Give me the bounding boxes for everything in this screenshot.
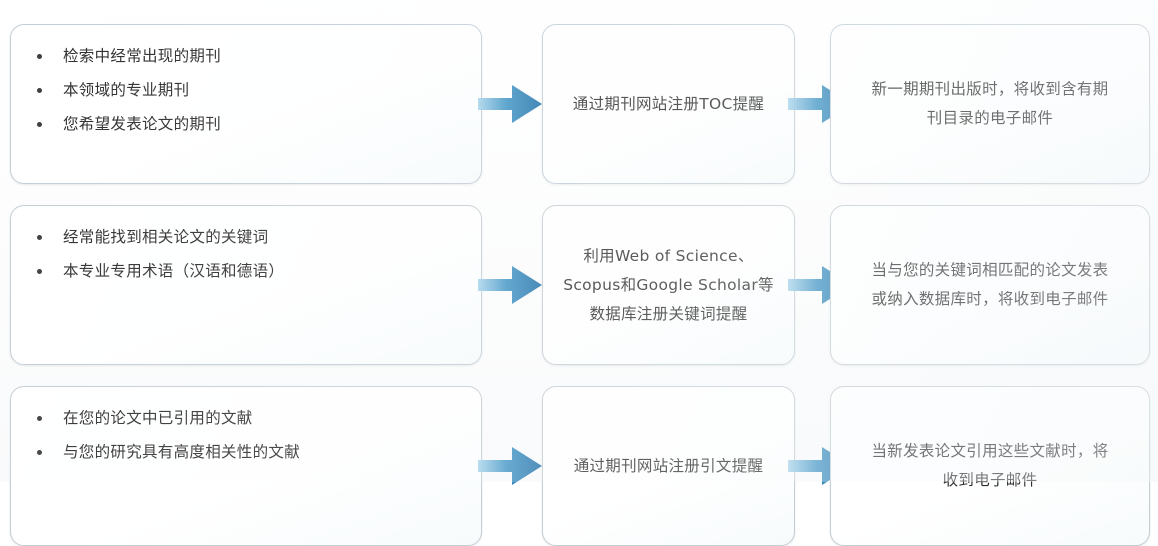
- action-box-row-1: 通过期刊网站注册TOC提醒: [542, 24, 795, 184]
- result-label: 当与您的关键词相匹配的论文发表或纳入数据库时，将收到电子邮件: [871, 261, 1109, 308]
- list-item-label: 检索中经常出现的期刊: [63, 47, 222, 65]
- action-text-row-1: 通过期刊网站注册TOC提醒: [543, 25, 794, 183]
- bullet-dot-icon: [37, 235, 42, 240]
- bullet-dot-icon: [37, 269, 42, 274]
- source-box-row-1: 检索中经常出现的期刊 本领域的专业期刊 您希望发表论文的期刊: [10, 24, 482, 184]
- action-label: 利用Web of Science、Scopus和Google Scholar等数…: [563, 246, 774, 323]
- action-label: 通过期刊网站注册TOC提醒: [572, 94, 765, 113]
- action-text-row-3: 通过期刊网站注册引文提醒: [543, 387, 794, 545]
- list-item-label: 与您的研究具有高度相关性的文献: [63, 443, 301, 461]
- result-label: 当新发表论文引用这些文献时，将收到电子邮件: [871, 442, 1109, 489]
- arrow-right-icon: [478, 443, 544, 489]
- result-text-row-2: 当与您的关键词相匹配的论文发表或纳入数据库时，将收到电子邮件: [831, 206, 1149, 364]
- list-item-label: 经常能找到相关论文的关键词: [63, 228, 269, 246]
- action-box-row-3: 通过期刊网站注册引文提醒: [542, 386, 795, 546]
- bullet-list-row-2: 经常能找到相关论文的关键词 本专业专用术语（汉语和德语）: [11, 206, 481, 285]
- bullet-dot-icon: [37, 88, 42, 93]
- result-text-row-1: 新一期期刊出版时，将收到含有期刊目录的电子邮件: [831, 25, 1149, 183]
- arrow-right-icon: [478, 81, 544, 127]
- bullet-dot-icon: [37, 450, 42, 455]
- action-text-row-2: 利用Web of Science、Scopus和Google Scholar等数…: [543, 206, 794, 364]
- list-item: 在您的论文中已引用的文献: [37, 405, 481, 432]
- result-box-row-2: 当与您的关键词相匹配的论文发表或纳入数据库时，将收到电子邮件: [830, 205, 1150, 365]
- source-box-row-2: 经常能找到相关论文的关键词 本专业专用术语（汉语和德语）: [10, 205, 482, 365]
- action-label: 通过期刊网站注册引文提醒: [573, 456, 764, 475]
- bullet-list-row-3: 在您的论文中已引用的文献 与您的研究具有高度相关性的文献: [11, 387, 481, 466]
- arrow-right-icon: [478, 262, 544, 308]
- source-box-row-3: 在您的论文中已引用的文献 与您的研究具有高度相关性的文献: [10, 386, 482, 546]
- list-item-label: 本领域的专业期刊: [63, 81, 190, 99]
- bullet-list-row-1: 检索中经常出现的期刊 本领域的专业期刊 您希望发表论文的期刊: [11, 25, 481, 138]
- bullet-dot-icon: [37, 416, 42, 421]
- bullet-dot-icon: [37, 122, 42, 127]
- list-item-label: 本专业专用术语（汉语和德语）: [63, 262, 285, 280]
- list-item-label: 您希望发表论文的期刊: [63, 115, 222, 133]
- flow-row-toc-alerts: 检索中经常出现的期刊 本领域的专业期刊 您希望发表论文的期刊: [0, 24, 1158, 184]
- list-item: 您希望发表论文的期刊: [37, 111, 481, 138]
- bullet-dot-icon: [37, 54, 42, 59]
- result-text-row-3: 当新发表论文引用这些文献时，将收到电子邮件: [831, 387, 1149, 545]
- list-item: 本专业专用术语（汉语和德语）: [37, 258, 481, 285]
- list-item: 经常能找到相关论文的关键词: [37, 224, 481, 251]
- result-box-row-3: 当新发表论文引用这些文献时，将收到电子邮件: [830, 386, 1150, 546]
- action-box-row-2: 利用Web of Science、Scopus和Google Scholar等数…: [542, 205, 795, 365]
- list-item: 检索中经常出现的期刊: [37, 43, 481, 70]
- result-label: 新一期期刊出版时，将收到含有期刊目录的电子邮件: [871, 80, 1109, 127]
- list-item-label: 在您的论文中已引用的文献: [63, 409, 253, 427]
- flow-row-keyword-alerts: 经常能找到相关论文的关键词 本专业专用术语（汉语和德语）: [0, 205, 1158, 365]
- flow-row-citation-alerts: 在您的论文中已引用的文献 与您的研究具有高度相关性的文献: [0, 386, 1158, 546]
- list-item: 与您的研究具有高度相关性的文献: [37, 439, 481, 466]
- list-item: 本领域的专业期刊: [37, 77, 481, 104]
- result-box-row-1: 新一期期刊出版时，将收到含有期刊目录的电子邮件: [830, 24, 1150, 184]
